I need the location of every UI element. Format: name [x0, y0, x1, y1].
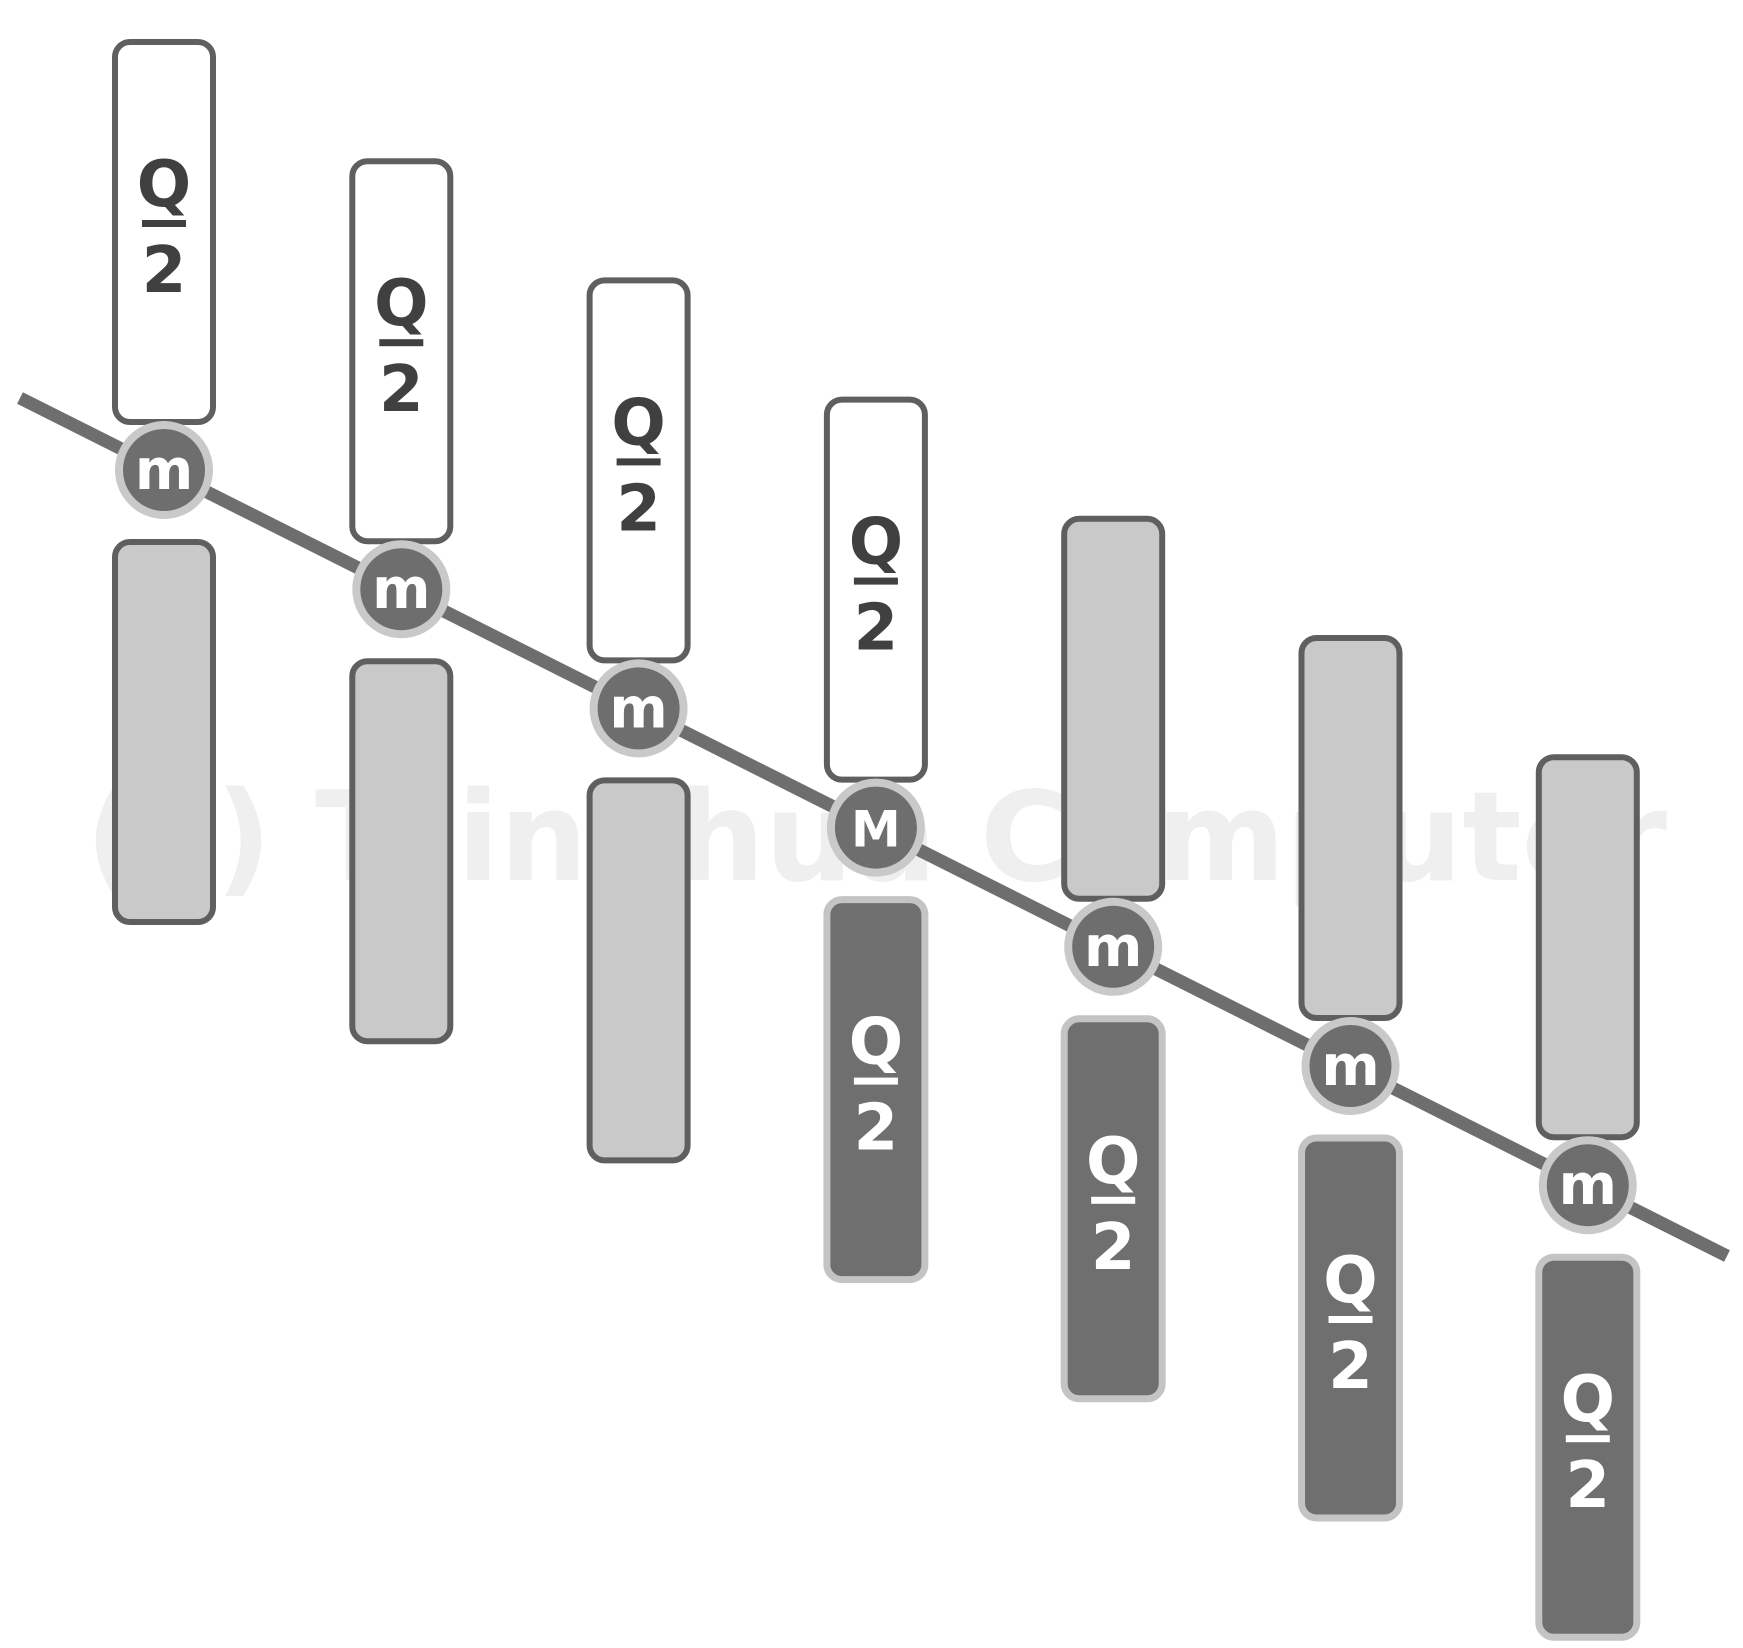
charge-numerator: Q [611, 386, 665, 460]
bead-label: M [851, 801, 901, 859]
bead-core [123, 429, 205, 511]
column-1-bead: m [115, 421, 213, 519]
bead-label: m [1559, 1153, 1617, 1218]
charge-denominator: 2 [854, 592, 899, 666]
fraction-bar [853, 1077, 898, 1085]
fraction-bar [142, 220, 186, 227]
charge-numerator: Q [1086, 1125, 1140, 1199]
column-1-lower-bar [112, 539, 216, 925]
bead-core [1546, 1144, 1629, 1227]
charge-denominator: 2 [1566, 1449, 1611, 1523]
column-2-upper-bar [349, 158, 454, 545]
column-4-lower-charge-label: Q2 [849, 1006, 903, 1166]
fraction-bar [379, 339, 424, 347]
column-2-upper-charge-label: Q2 [374, 267, 428, 427]
bead-label: m [609, 676, 667, 741]
column-1-upper-charge-label: Q2 [137, 148, 191, 308]
column-7-upper-bar [1535, 754, 1640, 1141]
bead-label: m [1084, 915, 1142, 980]
column-7-bead: m [1538, 1136, 1637, 1235]
charge-numerator: Q [849, 1006, 903, 1080]
charge-denominator: 2 [142, 234, 187, 308]
fraction-bar [1091, 1196, 1136, 1204]
column-7: Q2m [1535, 754, 1641, 1641]
charge-denominator: 2 [854, 1092, 899, 1166]
fraction-bar [853, 577, 898, 585]
column-5-upper-bar [1061, 515, 1166, 902]
bead-core [834, 786, 917, 869]
column-3-upper-charge-label: Q2 [611, 386, 665, 546]
column-5-lower-bar [1060, 1015, 1166, 1403]
column-2-bead: m [352, 540, 451, 639]
fraction-bar [1328, 1316, 1373, 1323]
fraction-bar [616, 458, 661, 466]
column-1: Q2m [112, 39, 216, 925]
bead-label: m [1321, 1034, 1379, 1099]
bead-core [1309, 1025, 1392, 1107]
charge-numerator: Q [1323, 1244, 1377, 1318]
column-6: Q2m [1298, 635, 1403, 1522]
charge-denominator: 2 [379, 353, 424, 427]
column-6-lower-bar [1298, 1134, 1403, 1522]
column-6-upper-bar [1298, 635, 1403, 1021]
column-7-lower-charge-label: Q2 [1561, 1363, 1615, 1523]
column-4-lower-bar [823, 896, 929, 1284]
column-4-upper-bar [823, 396, 928, 783]
column-4-bead: M [826, 778, 925, 877]
column-6-lower-charge-label: Q2 [1323, 1244, 1377, 1404]
bead-core [597, 667, 680, 750]
column-6-bead: m [1301, 1017, 1400, 1115]
column-5-lower-charge-label: Q2 [1086, 1125, 1140, 1285]
bead-label: m [372, 557, 430, 622]
column-3-upper-bar [586, 277, 691, 664]
charge-numerator: Q [374, 267, 428, 341]
column-3-lower-bar [586, 777, 691, 1164]
charge-numerator: Q [137, 148, 191, 222]
column-2: Q2m [349, 158, 454, 1045]
bead-core [1072, 905, 1155, 988]
column-5: Q2m [1060, 515, 1166, 1403]
column-5-bead: m [1064, 897, 1163, 996]
bead-label: m [135, 438, 193, 503]
column-1-upper-bar [112, 39, 216, 425]
column-3-bead: m [589, 659, 688, 758]
fraction-bar [1565, 1435, 1610, 1443]
column-7-lower-bar [1535, 1253, 1641, 1641]
column-4-upper-charge-label: Q2 [849, 506, 903, 666]
charge-denominator: 2 [1328, 1330, 1373, 1404]
column-3: Q2m [586, 277, 691, 1164]
column-2-lower-bar [349, 658, 454, 1045]
bead-core [360, 548, 443, 631]
charge-denominator: 2 [1091, 1211, 1136, 1285]
charge-denominator: 2 [616, 472, 661, 546]
charge-numerator: Q [1561, 1363, 1615, 1437]
charge-numerator: Q [849, 506, 903, 580]
